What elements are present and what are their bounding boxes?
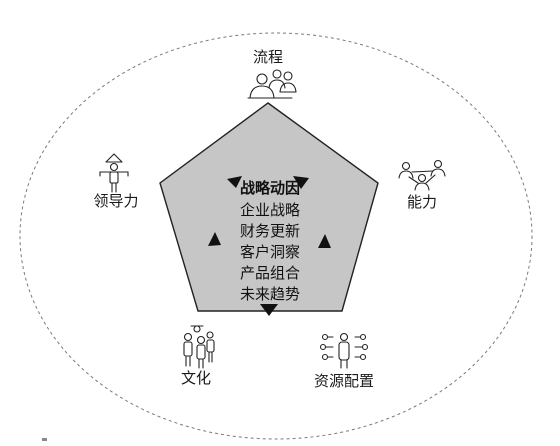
center-item-5: 未来趋势 [240,285,300,303]
leader-icon [99,153,129,193]
center-item-4: 产品组合 [240,264,300,282]
process-label: 流程 [253,48,283,66]
people-group-icon [247,69,297,99]
crowd-icon [183,325,215,369]
center-title: 战略动因 [240,179,300,197]
leadership-label: 领导力 [93,192,138,210]
node-leadership: 领导力 [93,153,139,210]
arrow-bottom [260,304,278,316]
arrow-left [208,232,221,246]
network-people-icon [398,159,446,191]
resource-person-icon [319,332,369,369]
resource-label: 资源配置 [314,372,374,390]
culture-label: 文化 [181,369,211,387]
arrow-upper-right [293,176,309,189]
node-culture: 文化 [181,325,215,387]
center-item-2: 财务更新 [240,222,300,240]
capability-label: 能力 [407,193,437,211]
node-resource: 资源配置 [314,332,374,390]
outer-dashed-circle [19,32,533,440]
corner-mark [42,438,47,441]
node-process: 流程 [247,48,297,99]
center-item-1: 企业战略 [240,201,300,219]
node-capability: 能力 [398,159,446,211]
arrow-upper-left [227,176,242,188]
center-item-3: 客户洞察 [240,243,300,261]
arrow-right [318,234,331,248]
